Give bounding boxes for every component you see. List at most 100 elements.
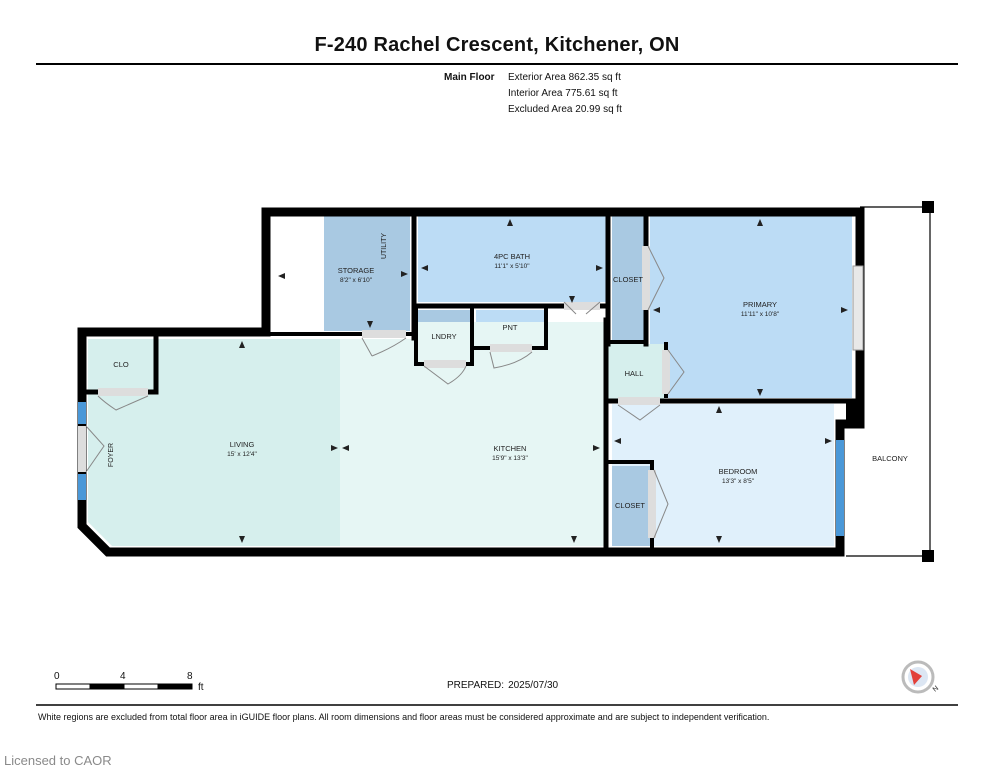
kitchen-fill	[340, 322, 604, 546]
closet1-door-swing	[647, 245, 665, 311]
bath-fill	[418, 216, 606, 302]
primary-dims: 11'11" x 10'8"	[741, 311, 780, 318]
prepared-label: PREPARED:	[447, 680, 505, 691]
primary-name: PRIMARY	[743, 300, 777, 309]
clo-door-gap	[98, 388, 148, 396]
scale-seg-3	[123, 683, 159, 690]
foyer-door-swing	[85, 425, 105, 473]
scale-seg-2	[89, 683, 125, 690]
prepared-date: 2025/07/30	[508, 680, 559, 691]
utility-name: UTILITY	[381, 233, 388, 259]
closet1-door-gap	[642, 246, 650, 310]
scale-label-4: 4	[120, 671, 126, 682]
dimension-arrows	[239, 219, 848, 543]
living-name: LIVING	[230, 440, 255, 449]
page-title: F-240 Rachel Crescent, Kitchener, ON	[314, 34, 680, 56]
bath-dims: 11'1" x 5'10"	[494, 263, 530, 270]
arrow	[757, 389, 763, 396]
prepared-stamp: PREPARED:2025/07/30	[447, 680, 558, 691]
lndry-door-gap	[424, 360, 466, 368]
bedroom-window	[836, 440, 844, 536]
closet1-name: CLOSET	[613, 275, 643, 284]
arrow	[239, 341, 245, 348]
primary-window	[852, 265, 864, 351]
closet2-fill	[612, 466, 650, 546]
arrow	[507, 219, 513, 226]
arrow	[716, 536, 722, 543]
arrow	[716, 406, 722, 413]
interior-area: Interior Area 775.61 sq ft	[508, 88, 618, 99]
hall-door-gap	[662, 350, 670, 394]
clo-name: CLO	[113, 360, 129, 369]
primary-fill	[650, 216, 852, 398]
lndry-door-swing	[423, 365, 467, 385]
kitchen-dims: 15'9" x 13'3"	[492, 455, 528, 462]
foyer-door-gap	[78, 426, 86, 472]
living-dims: 15' x 12'4"	[227, 451, 257, 458]
utility-bracket	[846, 402, 862, 426]
living-window-bottom	[78, 474, 86, 500]
arrow	[401, 271, 408, 277]
arrow	[239, 536, 245, 543]
arrow	[593, 445, 600, 451]
scale-seg-4	[157, 683, 193, 690]
clo-door-swing	[97, 395, 149, 411]
foyer-name: FOYER	[108, 443, 115, 467]
storage-door-gap	[362, 330, 406, 338]
storage-name: STORAGE	[338, 266, 375, 275]
hall-door-swing	[667, 349, 685, 395]
arrow	[596, 265, 603, 271]
arrow	[614, 438, 621, 444]
license-watermark: Licensed to CAOR	[4, 753, 112, 768]
arrow	[757, 219, 763, 226]
exterior-area: Exterior Area 862.35 sq ft	[508, 72, 621, 83]
bedroom-dims: 13'3" x 8'5"	[722, 478, 755, 485]
floor-label: Main Floor	[444, 72, 495, 83]
arrow	[653, 307, 660, 313]
bath-door-gap	[564, 302, 600, 310]
storage-door-swing	[361, 337, 407, 357]
storage-dims: 8'2" x 6'10"	[340, 277, 373, 284]
windows	[78, 265, 864, 536]
scale-label-8: 8	[187, 671, 193, 682]
compass-needle	[910, 669, 922, 685]
closet2-door-gap	[648, 470, 656, 538]
room-labels: STORAGE 8'2" x 6'10" UTILITY 4PC BATH 11…	[108, 233, 908, 510]
arrow	[569, 296, 575, 303]
arrow	[825, 438, 832, 444]
closet2-door-swing	[653, 469, 669, 539]
room-fills	[88, 216, 852, 546]
compass-label: N	[932, 685, 940, 694]
bath-door-swing	[563, 301, 601, 315]
kitchen-name: KITCHEN	[494, 444, 527, 453]
arrow	[421, 265, 428, 271]
balcony-post-top	[922, 201, 934, 213]
arrow	[841, 307, 848, 313]
bedroom-name: BEDROOM	[719, 467, 758, 476]
lndry-name: LNDRY	[431, 332, 456, 341]
balcony	[846, 201, 934, 562]
bedroom-door-swing	[617, 404, 661, 421]
hall-name: HALL	[625, 369, 644, 378]
excluded-area: Excluded Area 20.99 sq ft	[508, 104, 622, 115]
living-window-top	[78, 402, 86, 424]
pnt-name: PNT	[503, 323, 518, 332]
arrow	[278, 273, 285, 279]
title-rule	[36, 63, 958, 65]
scale-seg-1	[55, 683, 91, 690]
arrow	[571, 536, 577, 543]
hall-fill	[606, 344, 664, 400]
closet1-fill	[612, 216, 644, 340]
pnt-door-gap	[490, 344, 532, 352]
arrow	[331, 445, 338, 451]
doors	[78, 245, 685, 539]
arrow	[367, 321, 373, 328]
bath-name: 4PC BATH	[494, 252, 530, 261]
closet2-name: CLOSET	[615, 501, 645, 510]
scale-unit: ft	[198, 682, 204, 693]
scale-bar	[55, 683, 193, 690]
bedroom-door-gap	[618, 397, 660, 405]
balcony-name: BALCONY	[872, 454, 908, 463]
arrow	[342, 445, 349, 451]
